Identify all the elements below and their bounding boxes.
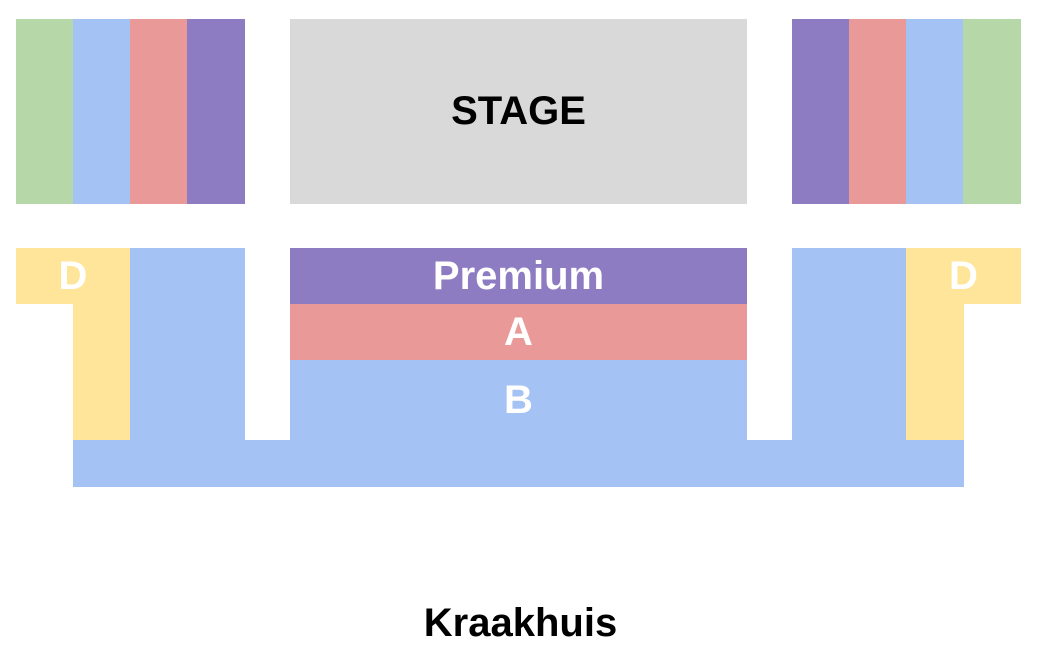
section-premium[interactable]: Premium	[290, 248, 747, 304]
section-d-left[interactable]	[16, 248, 130, 304]
venue-name: Kraakhuis	[423, 600, 618, 645]
section-d-right-label: D	[949, 253, 978, 298]
top-right-strip-purple[interactable]	[792, 19, 849, 204]
section-d-left-column[interactable]	[73, 304, 130, 440]
section-d-right-column[interactable]	[906, 304, 964, 440]
section-a[interactable]: A	[290, 304, 747, 360]
top-right-strip-green[interactable]	[963, 19, 1021, 204]
top-left-strip-green[interactable]	[16, 19, 73, 204]
stage: STAGE	[290, 19, 747, 204]
stage-label: STAGE	[451, 89, 586, 133]
section-b-label: B	[504, 377, 533, 422]
top-right-strip-blue[interactable]	[906, 19, 963, 204]
section-d-right[interactable]	[906, 248, 1021, 304]
section-d-left-label: D	[58, 253, 88, 298]
section-b-right-column[interactable]	[792, 248, 906, 440]
section-b-center[interactable]: B	[290, 360, 747, 440]
section-premium-label: Premium	[432, 253, 605, 298]
top-left-strip-blue[interactable]	[73, 19, 130, 204]
section-a-label: A	[504, 309, 533, 354]
section-b-bottom-band[interactable]	[73, 440, 964, 487]
top-right-strip-red[interactable]	[849, 19, 906, 204]
top-left-strip-purple[interactable]	[187, 19, 245, 204]
section-b-left-column[interactable]	[130, 248, 245, 440]
top-left-strip-red[interactable]	[130, 19, 187, 204]
